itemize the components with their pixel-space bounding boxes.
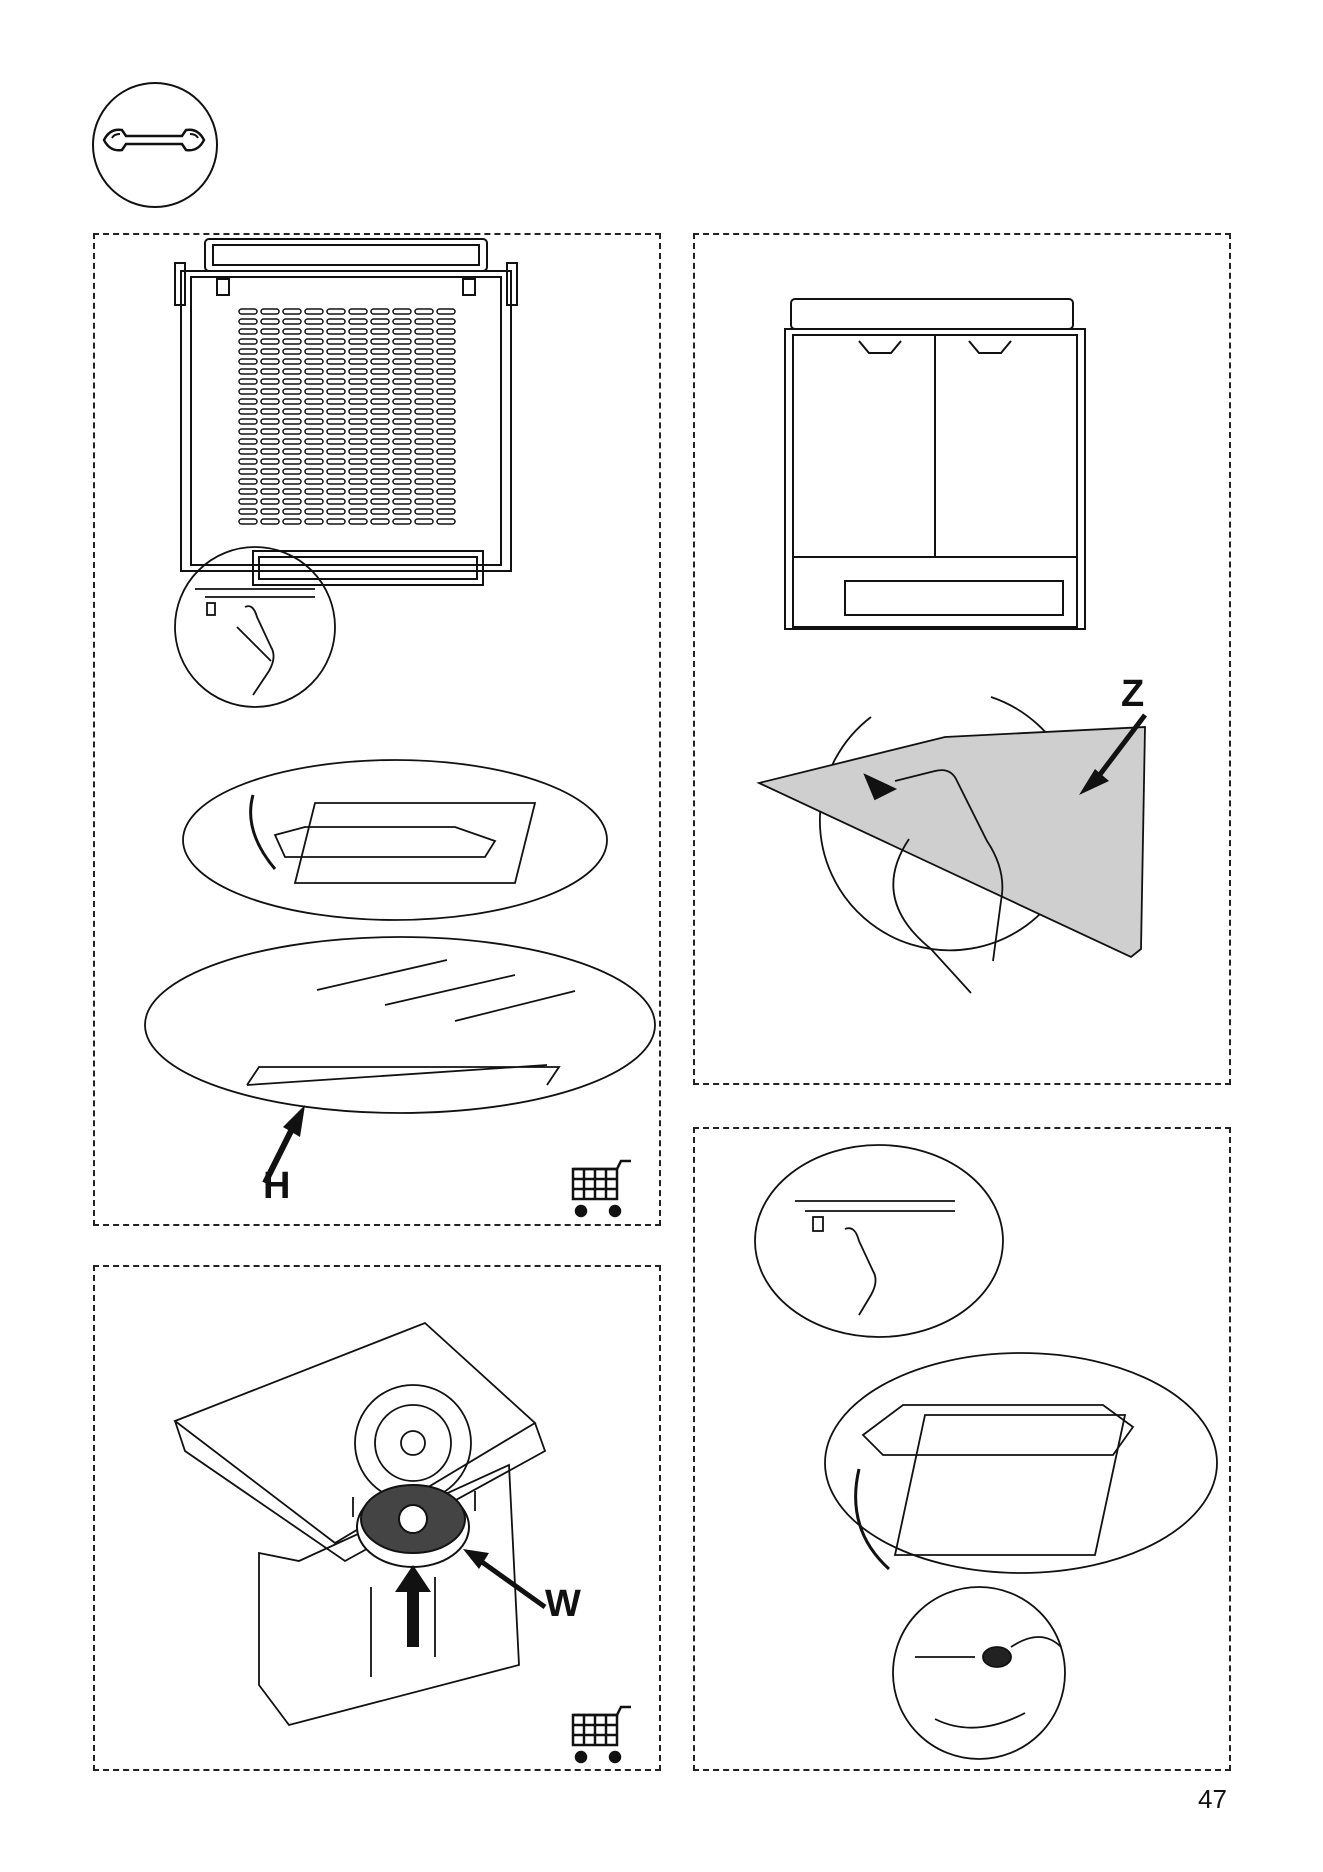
panel-replace-lamp: [693, 1127, 1231, 1771]
panel-charcoal-filter-w: W: [93, 1265, 661, 1771]
shopping-cart-icon: [573, 1707, 631, 1762]
hood-front-illustration: [175, 239, 517, 585]
label-h: H: [263, 1167, 290, 1205]
detail-open-panel-2: [825, 1353, 1217, 1573]
detail-grease-filter: [145, 937, 655, 1113]
hood-filters-removed-illustration: [785, 299, 1085, 629]
detail-press-latch-2: [755, 1145, 1003, 1337]
page-number: 47: [1198, 1784, 1227, 1815]
vent-perforation: [239, 309, 455, 524]
arrow-w: [475, 1557, 545, 1607]
label-z: Z: [1121, 675, 1144, 713]
panel-remove-grease-filter: H: [93, 233, 661, 1226]
panel-charcoal-filter-z: Z: [693, 233, 1231, 1085]
detail-replace-lamp: [893, 1587, 1065, 1759]
wrench-icon: [90, 80, 220, 210]
detail-open-panel: [183, 760, 607, 920]
label-w: W: [545, 1585, 581, 1623]
shopping-cart-icon: [573, 1161, 631, 1216]
detail-remove-charcoal-filter: [759, 697, 1145, 993]
charcoal-filter-w: [357, 1485, 469, 1567]
